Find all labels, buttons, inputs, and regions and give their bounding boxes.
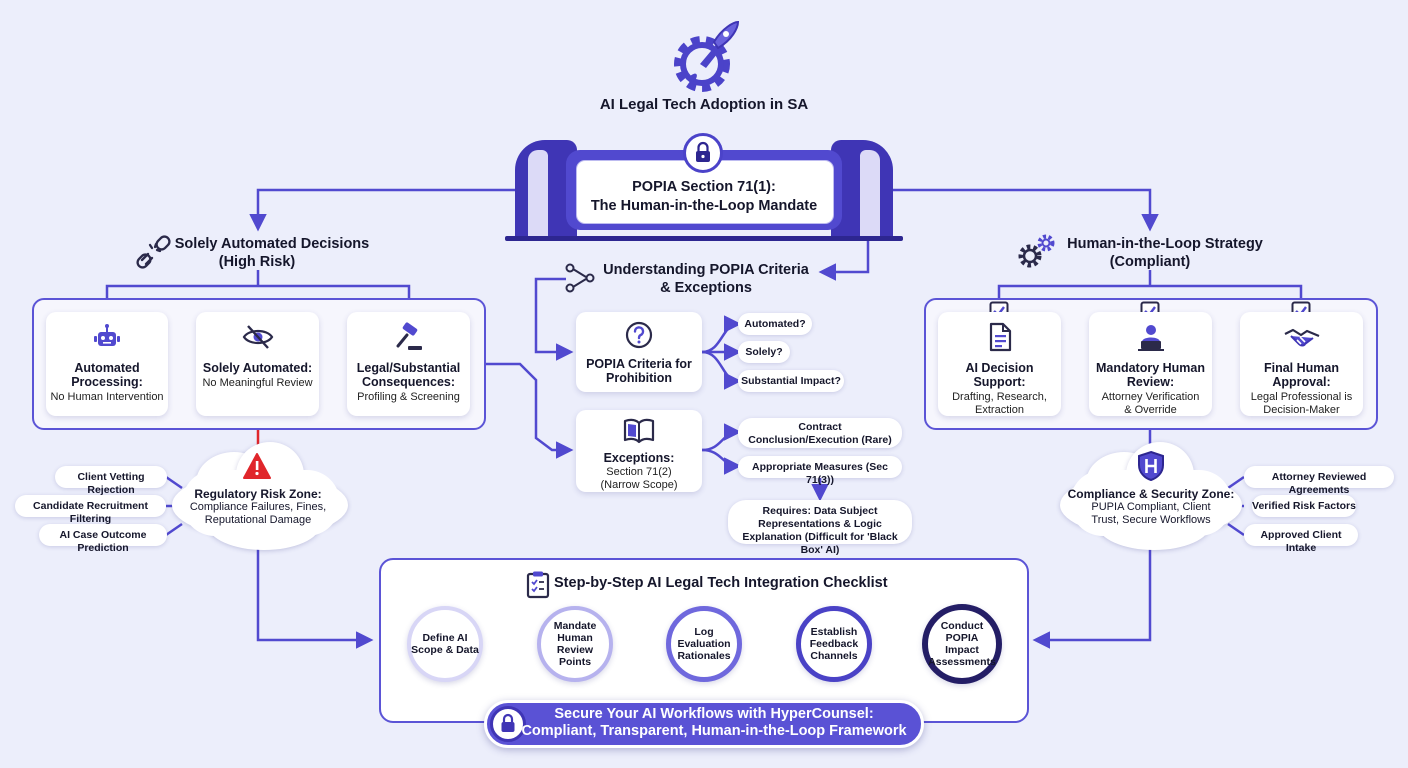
document-icon: [989, 322, 1011, 352]
cta-lock-badge: [490, 706, 526, 742]
checklist-step: Define AI Scope & Data: [407, 606, 483, 682]
checklist-title: Step-by-Step AI Legal Tech Integration C…: [554, 575, 888, 591]
banner-pillar-left-highlight: [528, 150, 548, 238]
example-pill: Verified Risk Factors: [1252, 495, 1356, 517]
exception-pill: Contract Conclusion/Execution (Rare): [738, 418, 902, 448]
warning-icon: [242, 452, 272, 480]
eye-slash-icon: [242, 325, 273, 349]
banner-pillar-right-highlight: [860, 150, 880, 238]
broken-link-icon: [136, 234, 172, 270]
checklist-step: Log Evaluation Rationales: [666, 606, 742, 682]
clipboard-icon: [526, 570, 550, 599]
exceptions-card: Exceptions: Section 71(2) (Narrow Scope): [576, 410, 702, 492]
banner-lock-badge: [683, 133, 723, 173]
handshake-icon: [1284, 328, 1319, 347]
book-icon: [623, 418, 655, 444]
criteria-pill: Substantial Impact?: [738, 370, 844, 392]
card-solely-automated: Solely Automated: No Meaningful Review: [196, 312, 319, 416]
card-final-approval: Final Human Approval: Legal Professional…: [1240, 312, 1363, 416]
right-heading: Human-in-the-Loop Strategy (Compliant): [1067, 236, 1263, 270]
robot-icon: [94, 324, 120, 346]
page-title: AI Legal Tech Adoption in SA: [599, 96, 809, 113]
network-icon: [564, 262, 598, 294]
example-pill: AI Case Outcome Prediction: [39, 524, 167, 554]
cta-text[interactable]: Secure Your AI Workflows with HyperCouns…: [521, 706, 907, 739]
rocket-gear-icon: [666, 20, 742, 96]
criteria-pill: Automated?: [738, 313, 812, 335]
banner-title: POPIA Section 71(1): The Human-in-the-Lo…: [590, 179, 818, 214]
compliance-zone-text: Compliance & Security Zone: PUPIA Compli…: [1067, 487, 1235, 527]
gears-icon: [1016, 234, 1056, 270]
card-legal-consequences: Legal/Substantial Consequences: Profilin…: [347, 312, 470, 416]
question-icon: [625, 321, 653, 349]
center-heading: Understanding POPIA Criteria & Exception…: [603, 262, 809, 296]
example-pill: Candidate Recruitment Filtering: [15, 495, 166, 525]
lock-icon: [501, 713, 515, 732]
criteria-card: POPIA Criteria for Prohibition: [576, 312, 702, 392]
checklist-step: Conduct POPIA Impact Assessments: [922, 604, 1002, 684]
card-mandatory-review: Mandatory Human Review: Attorney Verific…: [1089, 312, 1212, 416]
criteria-pill: Solely?: [738, 341, 790, 363]
card-ai-decision-support: AI Decision Support: Drafting, Research,…: [938, 312, 1061, 416]
example-pill: Approved Client Intake: [1244, 524, 1358, 554]
banner-base: [505, 236, 903, 241]
lock-icon: [696, 141, 710, 162]
checklist-step: Establish Feedback Channels: [796, 606, 872, 682]
risk-zone-text: Regulatory Risk Zone: Compliance Failure…: [189, 487, 327, 527]
risk-cloud-fill: [182, 470, 340, 536]
requires-pill: Requires: Data Subject Representations &…: [728, 500, 912, 556]
gavel-icon: [396, 322, 422, 350]
card-automated-processing: Automated Processing: No Human Intervent…: [46, 312, 168, 416]
example-pill: Attorney Reviewed Agreements: [1244, 466, 1394, 496]
cta-button[interactable]: [484, 700, 924, 748]
exception-pill: Appropriate Measures (Sec 71(3)): [738, 456, 902, 486]
shield-h-icon: [1136, 450, 1166, 482]
example-pill: Client Vetting Rejection: [55, 466, 167, 496]
checklist-step: Mandate Human Review Points: [537, 606, 613, 682]
person-laptop-icon: [1137, 325, 1164, 351]
left-heading: Solely Automated Decisions (High Risk): [174, 236, 370, 270]
